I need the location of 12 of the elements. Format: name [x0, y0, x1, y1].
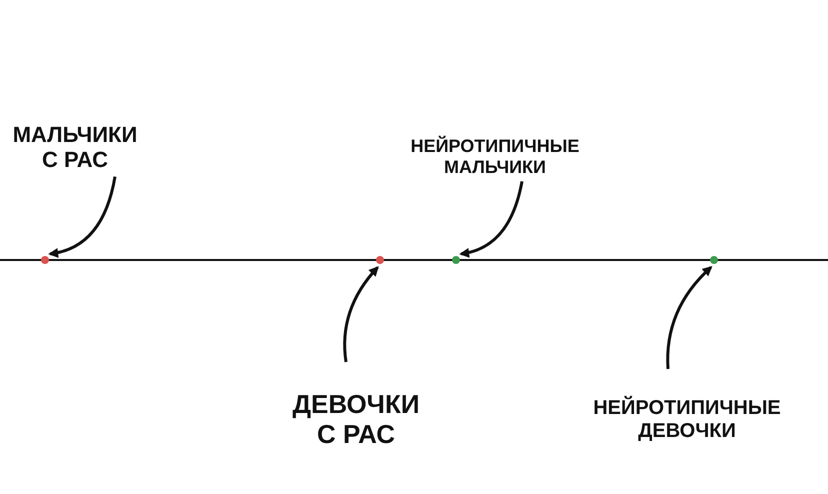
group-label: НЕЙРОТИПИЧНЫЕ МАЛЬЧИКИ [400, 136, 590, 178]
group-label: МАЛЬЧИКИ С РАС [5, 122, 145, 173]
point-marker [41, 256, 49, 264]
group-label: НЕЙРОТИПИЧНЫЕ ДЕВОЧКИ [587, 397, 787, 443]
arrow [343, 266, 379, 362]
arrow [666, 266, 712, 370]
arrow [459, 181, 524, 258]
group-label: ДЕВОЧКИ С РАС [281, 390, 431, 450]
arrow [48, 176, 116, 258]
point-marker [710, 256, 718, 264]
point-marker [376, 256, 384, 264]
point-marker [452, 256, 460, 264]
